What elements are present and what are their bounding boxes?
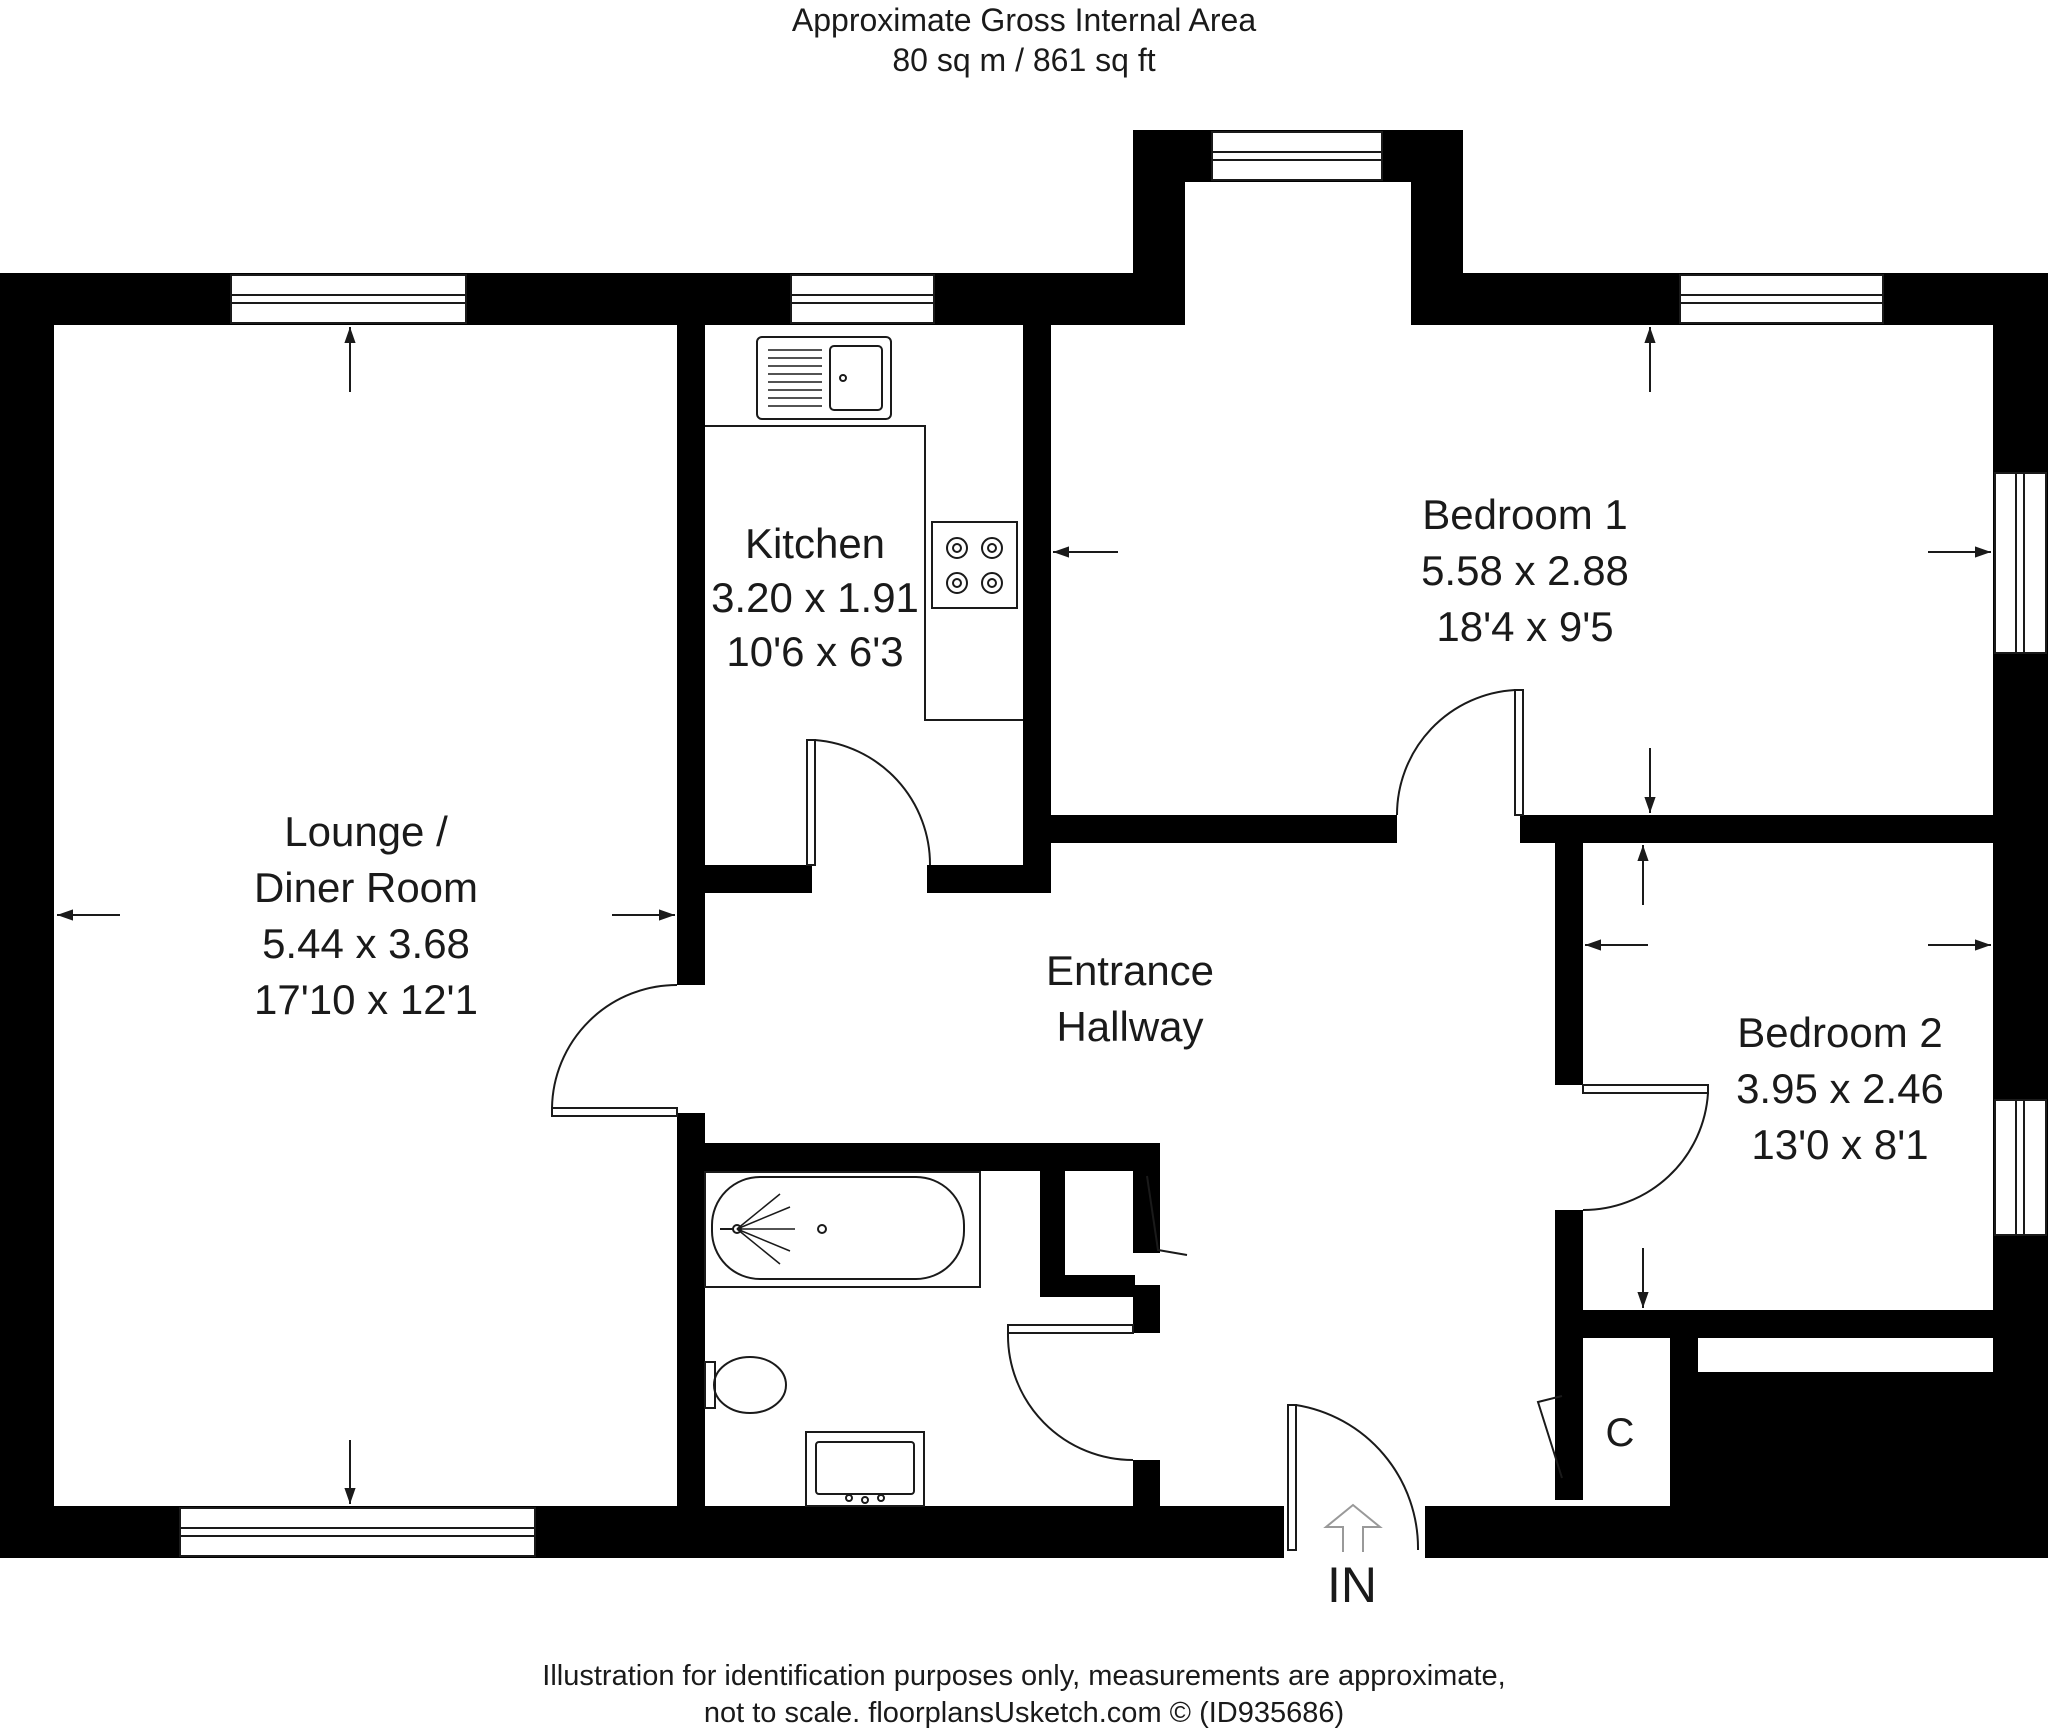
fixtures xyxy=(704,336,1023,1507)
toilet-icon xyxy=(704,1356,787,1414)
wall-lounge-right-lower xyxy=(677,1113,705,1508)
bedroom1-metric: 5.58 x 2.88 xyxy=(1421,547,1629,594)
hob-icon xyxy=(931,521,1018,609)
door-bedroom1 xyxy=(1395,689,1524,816)
doors xyxy=(551,689,1709,1551)
hallway-name-line1: Entrance xyxy=(1046,947,1214,994)
bath-icon xyxy=(704,1171,981,1288)
wall-storage-block xyxy=(1697,1372,1995,1506)
wall-bay-left xyxy=(1133,130,1185,325)
bedroom2-metric: 3.95 x 2.46 xyxy=(1736,1065,1944,1112)
disclaimer-line2: not to scale. floorplansUsketch.com © (I… xyxy=(703,1697,1345,1729)
wall-bottom-right xyxy=(1425,1506,2048,1558)
lounge-metric: 5.44 x 3.68 xyxy=(262,920,470,967)
window-bed1-top xyxy=(1679,274,1884,324)
wall-bay-right xyxy=(1411,130,1463,325)
window-bay-top xyxy=(1211,131,1383,181)
kitchen-imperial: 10'6 x 6'3 xyxy=(726,628,903,675)
door-entrance xyxy=(1287,1404,1420,1551)
door-cupboard xyxy=(1536,1395,1563,1479)
window-bed2-right xyxy=(1994,1099,2047,1236)
wall-bed1-bottom-left xyxy=(1023,815,1397,843)
disclaimer-line1: Illustration for identification purposes… xyxy=(542,1660,1506,1692)
wall-bed1-bottom-right xyxy=(1520,815,1995,843)
door-kitchen xyxy=(806,739,932,866)
kitchen-worktop-icon xyxy=(705,425,1023,721)
room-labels: Lounge / Diner Room 5.44 x 3.68 17'10 x … xyxy=(254,491,1944,1613)
window-kitchen-top xyxy=(790,274,935,324)
kitchen-metric: 3.20 x 1.91 xyxy=(711,574,919,621)
wall-left xyxy=(0,273,54,1558)
wall-right xyxy=(1993,273,2048,1558)
wall-kitchen-right xyxy=(1023,323,1051,893)
bedroom2-name: Bedroom 2 xyxy=(1737,1009,1942,1056)
wall-kitchen-bottom-right xyxy=(927,865,1051,893)
area-size: 80 sq m / 861 sq ft xyxy=(892,42,1156,78)
wall-closet-left xyxy=(1040,1165,1065,1295)
dimension-arrows xyxy=(57,327,1991,1504)
wall-bath-top xyxy=(677,1143,1160,1171)
entrance-arrow-icon xyxy=(1323,1503,1383,1552)
wall-closet-bottom xyxy=(1040,1275,1135,1297)
cupboard-label: C xyxy=(1606,1411,1635,1455)
door-bedroom2 xyxy=(1582,1084,1709,1212)
wall-wc-right-stub xyxy=(1133,1460,1160,1508)
wall-bed2-bottom xyxy=(1555,1310,1995,1338)
lounge-name-line1: Lounge / xyxy=(284,808,448,855)
door-bathroom xyxy=(1006,1324,1134,1461)
wall-bed2-left-upper xyxy=(1555,840,1583,1085)
entrance-label: IN xyxy=(1327,1557,1377,1613)
window-lounge-bottom xyxy=(179,1507,536,1557)
window-bed1-right xyxy=(1994,472,2047,654)
wall-bath-right-lower xyxy=(1133,1285,1160,1333)
sink-icon xyxy=(756,336,892,420)
lounge-name-line2: Diner Room xyxy=(254,864,478,911)
wall-bed2-left-lower xyxy=(1555,1210,1583,1500)
wall-kitchen-bottom-left xyxy=(677,865,812,893)
washbasin-icon xyxy=(805,1431,925,1507)
door-lounge xyxy=(551,984,678,1117)
bedroom1-name: Bedroom 1 xyxy=(1422,491,1627,538)
lounge-imperial: 17'10 x 12'1 xyxy=(254,976,478,1023)
bedroom1-imperial: 18'4 x 9'5 xyxy=(1436,603,1613,650)
hallway-name-line2: Hallway xyxy=(1056,1003,1203,1050)
windows xyxy=(179,131,2047,1557)
door-closet xyxy=(1146,1175,1188,1256)
kitchen-name: Kitchen xyxy=(745,520,885,567)
wall-cupboard-right xyxy=(1670,1310,1698,1510)
bedroom2-imperial: 13'0 x 8'1 xyxy=(1751,1121,1928,1168)
window-lounge-top xyxy=(230,274,467,324)
area-title: Approximate Gross Internal Area xyxy=(791,2,1257,38)
wall-top-left xyxy=(0,273,1185,325)
